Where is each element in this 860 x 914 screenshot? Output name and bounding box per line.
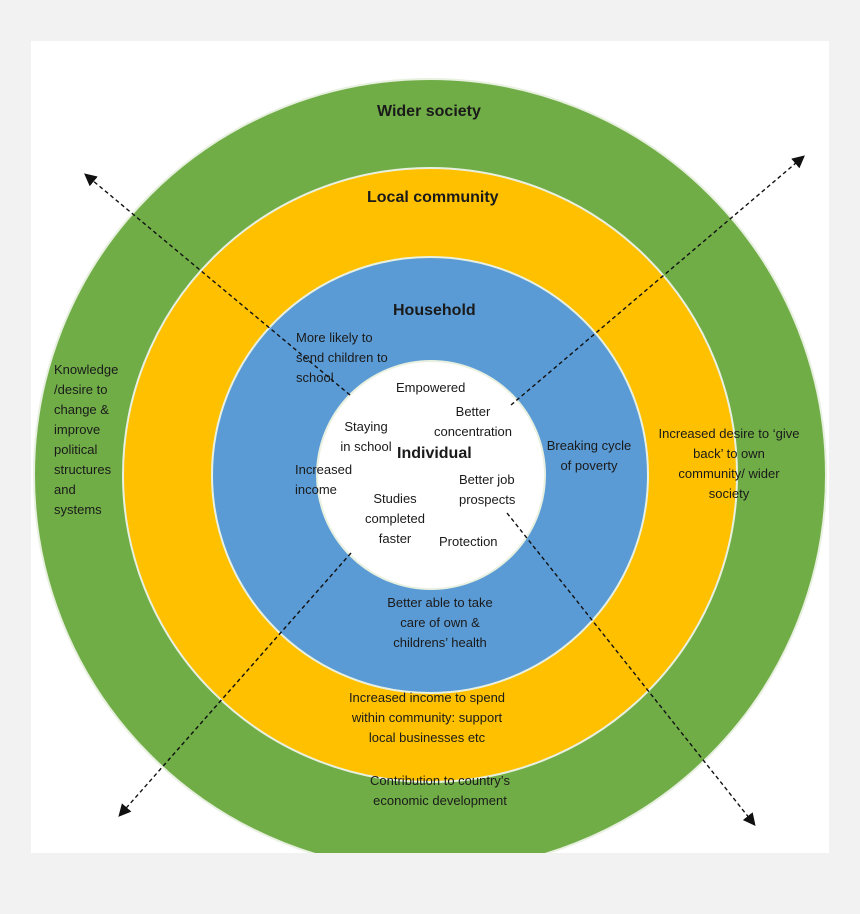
local-community-title: Local community xyxy=(367,189,499,206)
arrow-bottom-right xyxy=(506,512,756,826)
arrow-top-left xyxy=(84,173,351,396)
individual-circle xyxy=(316,360,546,590)
wider-society-bottom-text: Contribution to country’s economic devel… xyxy=(370,773,510,808)
individual-item-better-job-prospects: Better job prospects xyxy=(459,472,516,507)
household-left-text: Increased income xyxy=(295,462,353,497)
individual-item-studies-completed-faster: Studies completed faster xyxy=(365,491,425,546)
household-right-text: Breaking cycle of poverty xyxy=(546,438,632,473)
household-title: Household xyxy=(393,302,476,319)
household-top-left-text: More likely to send children to school xyxy=(296,330,388,385)
wider-society-title: Wider society xyxy=(377,103,481,120)
individual-title: Individual xyxy=(397,445,472,462)
household-bottom-text: Better able to take care of own & childr… xyxy=(387,595,493,650)
individual-item-better-concentration: Better concentration xyxy=(433,404,513,439)
wider-society-left-text: Knowledge /desire to change & improve po… xyxy=(54,362,119,517)
local-community-right-text: Increased desire to ‘give back’ to own c… xyxy=(658,426,800,501)
nested-circles-diagram xyxy=(33,78,827,853)
individual-item-protection: Protection xyxy=(439,534,498,549)
local-community-bottom-text: Increased income to spend within communi… xyxy=(348,690,506,745)
diagram-card: Wider society Knowledge /desire to chang… xyxy=(31,41,829,853)
individual-item-staying-in-school: Staying in school xyxy=(340,419,392,454)
arrow-bottom-left xyxy=(118,552,352,817)
arrow-top-right xyxy=(510,155,805,406)
individual-item-empowered: Empowered xyxy=(396,380,466,395)
